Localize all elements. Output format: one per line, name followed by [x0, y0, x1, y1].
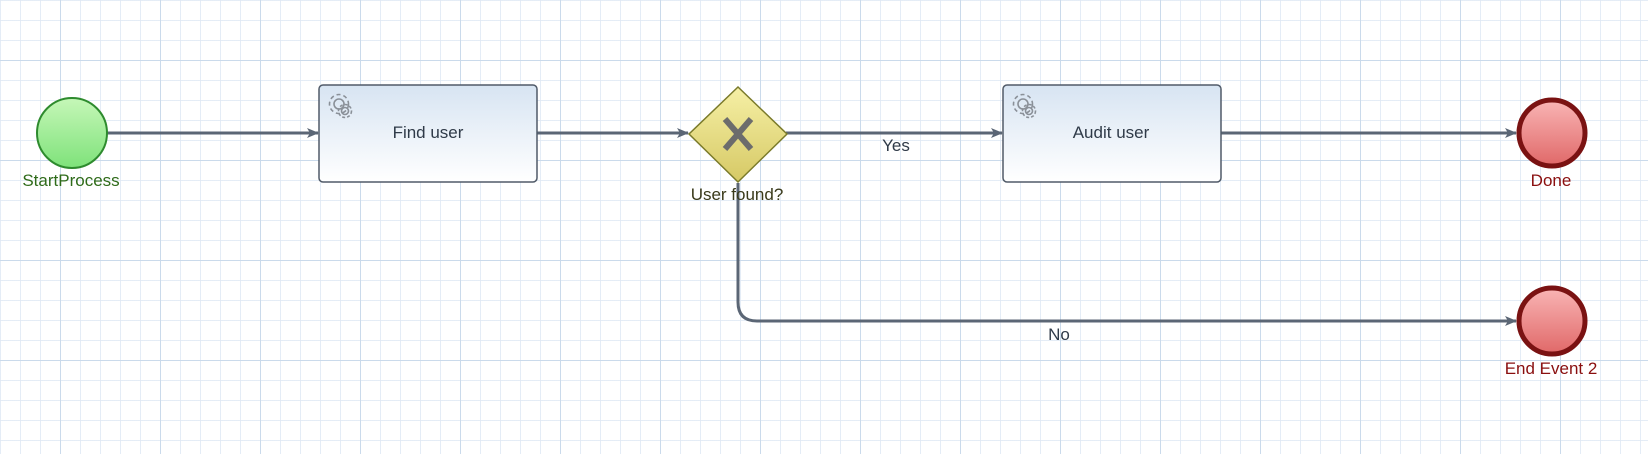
end-event-done[interactable]: Done [1516, 97, 1588, 190]
sequence-flows [107, 128, 1517, 326]
end-event-done-label: Done [1531, 171, 1572, 190]
gear-icon [328, 93, 353, 119]
exclusive-gateway[interactable]: User found? [687, 85, 789, 204]
end-event-2[interactable]: End Event 2 [1505, 285, 1598, 378]
start-event-label: StartProcess [22, 171, 119, 190]
gear-icon [1012, 93, 1037, 119]
end-event-2-label: End Event 2 [1505, 359, 1598, 378]
flow-yes-label: Yes [882, 136, 910, 155]
task-audit-user[interactable]: Audit user [1002, 84, 1222, 183]
flow-no-label: No [1048, 325, 1070, 344]
task-find-user-label: Find user [393, 123, 464, 142]
gateway-label: User found? [691, 185, 784, 204]
task-audit-user-label: Audit user [1073, 123, 1150, 142]
flow-gateway-no-to-end-event-2[interactable] [736, 183, 1517, 326]
start-event[interactable]: StartProcess [22, 97, 120, 190]
x-icon [722, 117, 754, 151]
task-find-user[interactable]: Find user [318, 84, 538, 183]
